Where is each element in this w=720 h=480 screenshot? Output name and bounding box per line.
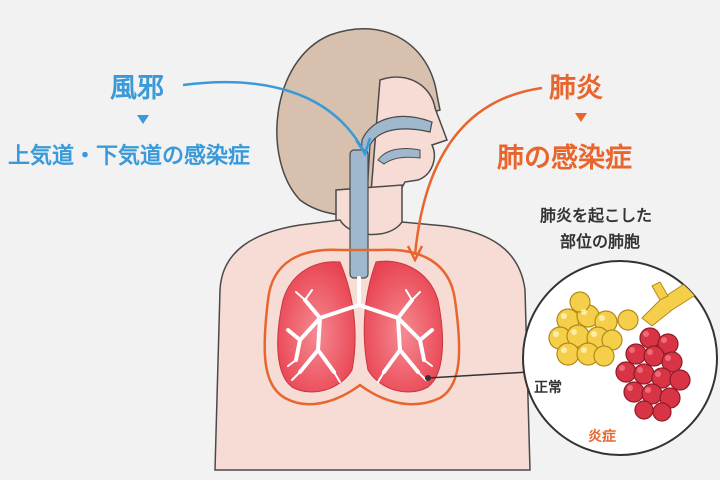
cold-arrow xyxy=(182,80,365,151)
face xyxy=(369,76,448,206)
nasal-passage xyxy=(377,147,421,165)
triangle-down-icon xyxy=(575,113,587,122)
inflamed-label: 炎症 xyxy=(588,429,616,445)
pneumonia-arrow xyxy=(413,86,543,256)
inset-title-line2: 部位の肺胞 xyxy=(560,232,641,251)
cold-description: 上気道・下気道の感染症 xyxy=(8,144,251,169)
pneumonia-description: 肺の感染症 xyxy=(497,143,632,174)
trachea xyxy=(349,149,369,279)
bronchial-tree xyxy=(286,276,434,374)
pneumonia-arrowhead xyxy=(406,245,424,263)
normal-label: 正常 xyxy=(534,380,562,396)
pointer-line xyxy=(427,371,529,379)
pneumonia-title: 肺炎 xyxy=(549,73,603,104)
cold-arrowhead xyxy=(354,137,372,157)
triangle-down-icon xyxy=(137,115,149,124)
lung-outline xyxy=(263,248,461,406)
cold-title: 風邪 xyxy=(110,73,164,104)
inset-title-line1: 肺炎を起こした xyxy=(540,206,653,225)
